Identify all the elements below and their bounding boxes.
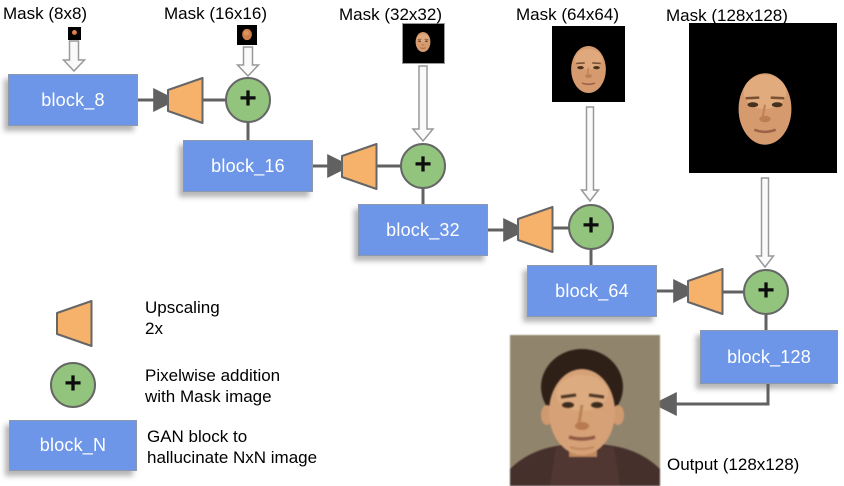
upscale-2x-icon [341,143,378,190]
block-32-label: block_32 [386,219,460,240]
upscale-2x-icon [167,77,204,124]
mask-64-image [552,26,625,102]
legend-upscaling-text: Upscaling 2x [145,298,220,339]
block-16-label: block_16 [211,155,285,176]
plus-icon: + [414,147,432,181]
mask-8-label: Mask (8x8) [3,4,88,23]
mask-32-image [402,23,445,64]
block-8: block_8 [8,74,138,126]
block-128: block_128 [700,330,838,384]
legend-add-node: + [50,362,96,408]
mask-8-image [68,27,81,40]
mask-16-label: Mask (16x16) [164,4,267,23]
legend-block-text: GAN block to hallucinate NxN image [147,427,318,468]
upscale-2x-icon [517,206,554,253]
mask-128-label: Mask (128x128) [666,6,788,25]
legend-block-n: block_N [9,420,137,471]
pixelwise-add-node: + [225,77,271,123]
output-label: Output (128x128) [667,455,800,474]
pixelwise-add-node: + [400,143,446,189]
pixelwise-add-node: + [568,204,614,250]
plus-icon: + [582,208,600,242]
block-64-label: block_64 [555,280,629,301]
mask-face-graphic [415,32,431,52]
mask-face-graphic [72,30,77,35]
pixelwise-add-node: + [743,269,789,315]
block-128-label: block_128 [727,346,811,367]
mask-face-graphic [571,46,606,93]
output-face-graphic [510,335,660,486]
mask8-down-arrow-icon [61,40,87,73]
mask-32-label: Mask (32x32) [339,5,442,24]
mask-16-image [237,25,257,45]
mask-face-graphic [738,73,792,145]
mask-face-graphic [242,28,252,41]
upscale-2x-icon [687,268,724,315]
block-16: block_16 [183,140,313,192]
plus-icon: + [239,81,257,115]
mask16-down-arrow-icon [235,46,261,78]
arrow-block128-to-output [652,384,770,416]
mask-128-image [689,23,837,173]
block-8-label: block_8 [41,89,105,110]
legend-addition-text: Pixelwise addition with Mask image [145,366,281,407]
plus-icon: + [757,273,775,307]
block-64: block_64 [527,265,657,317]
mask128-down-arrow-icon [754,177,776,269]
mask32-down-arrow-icon [411,65,435,143]
mask-64-label: Mask (64x64) [516,5,619,24]
legend-upscale-icon [56,300,93,347]
mask64-down-arrow-icon [579,106,601,203]
legend-block-n-label: block_N [39,435,107,455]
output-image [510,335,660,486]
block-32: block_32 [358,204,488,256]
plus-icon: + [64,366,82,400]
